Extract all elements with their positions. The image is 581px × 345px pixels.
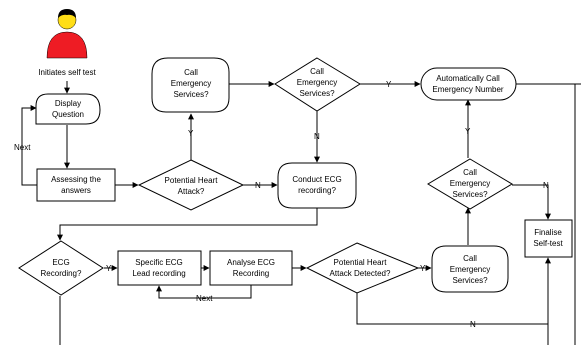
analyse-ecg-line2: Recording [233,269,269,278]
call-top-left-line2: Emergency [171,79,211,88]
finalise-line1: Finalise [534,228,562,237]
call-bottom-line3: Services? [452,276,488,285]
node-finalise: Finalise Self-test [524,219,573,258]
node-analyse-ecg: Analyse ECG Recording [209,250,293,286]
potential-detected-line2: Attack Detected? [330,269,391,278]
node-specific-ecg: Specific ECG Lead recording [117,250,202,286]
label-ecg-yes: Y [106,264,112,273]
potential-detected-line1: Potential Heart [334,258,388,267]
ecg-recording-line1: ECG [52,258,69,267]
call-top-diamond-line1: Call [310,67,324,76]
potential-heart-line1: Potential Heart [165,176,219,185]
specific-ecg-line2: Lead recording [132,269,185,278]
call-right-diamond-line2: Emergency [450,179,490,188]
node-call-services-right-diamond: Call Emergency Services? [427,158,513,210]
call-bottom-line1: Call [463,254,477,263]
person-icon [46,9,88,59]
node-assessing: Assessing the answers [36,168,116,202]
edge-right-diamond-to-finalise [512,184,551,220]
specific-ecg-line1: Specific ECG [135,258,183,267]
node-auto-call: Automatically Call Emergency Number [420,67,517,101]
label-right-no: N [543,181,549,190]
call-bottom-line2: Emergency [450,265,490,274]
edge-detected-no [356,292,548,325]
conduct-ecg-line2: recording? [298,186,336,195]
edge-next-bottom [156,285,252,299]
finalise-line2: Self-test [533,239,563,248]
node-potential-detected: Potential Heart Attack Detected? [305,242,420,294]
call-top-diamond-line3: Services? [299,89,335,98]
display-question-line2: Question [52,110,84,119]
label-call-yes: Y [386,80,392,89]
potential-heart-line2: Attack? [178,187,205,196]
call-top-left-line3: Services? [173,90,209,99]
call-top-left-line1: Call [184,68,198,77]
ecg-recording-line2: Recording? [41,269,82,278]
assessing-line1: Assessing the [51,175,101,184]
person-label: Initiates self test [38,68,96,77]
label-call-no: N [314,132,320,141]
label-right-yes: Y [465,127,471,136]
node-call-services-bottom: Call Emergency Services? [431,245,509,293]
node-conduct-ecg: Conduct ECG recording? [277,162,357,209]
display-question-line1: Display [55,99,81,108]
node-potential-heart-attack: Potential Heart Attack? [137,159,245,211]
assessing-line2: answers [61,186,91,195]
connectors [21,81,581,345]
analyse-ecg-line1: Analyse ECG [227,258,275,267]
label-next-bottom: Next [196,294,213,303]
label-heart-yes: Y [188,129,194,138]
node-ecg-recording: ECG Recording? [18,240,104,296]
label-detected-yes: Y [420,264,426,273]
conduct-ecg-line1: Conduct ECG [292,175,341,184]
edge-conduct-to-ecg [57,208,318,241]
call-top-diamond-line2: Emergency [297,78,337,87]
call-right-diamond-line3: Services? [452,190,488,199]
call-right-diamond-line1: Call [463,168,477,177]
node-call-services-top-diamond: Call Emergency Services? [274,57,361,112]
auto-call-line2: Emergency Number [432,85,503,94]
auto-call-line1: Automatically Call [436,74,500,83]
next-loop-label: Next [14,143,31,152]
node-display-question: Display Question [35,93,101,125]
node-call-services-top-left: Call Emergency Services? [151,57,230,113]
label-detected-no: N [470,320,476,329]
label-heart-no: N [255,181,261,190]
edge-next-loop [21,105,37,186]
